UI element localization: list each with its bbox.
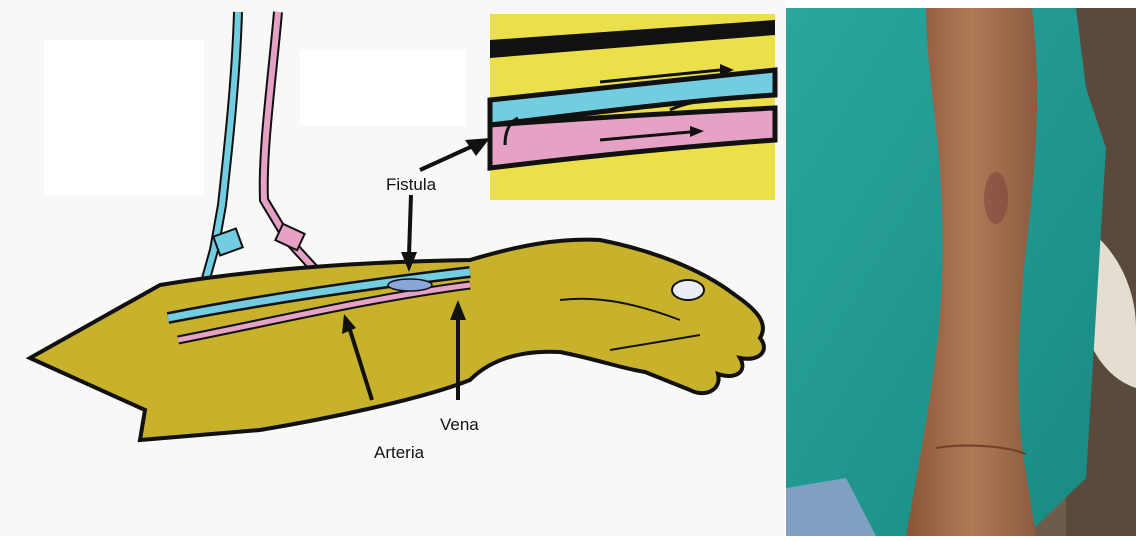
label-fistula: Fistula [386,175,437,194]
photo-svg [786,8,1136,536]
thumbnail-nail [672,280,704,300]
fistula-site [984,172,1008,224]
arm-shape [30,240,764,440]
diagram-svg: Fistula Vena Arteria [0,0,785,536]
inset-vessel-view [490,14,775,200]
forearm-photo [786,8,1136,536]
fistula-diagram: Fistula Vena Arteria [0,0,785,536]
label-arteria: Arteria [374,443,425,462]
blank-box-left [44,40,204,195]
arrow-to-inset [420,145,475,170]
label-vena: Vena [440,415,479,434]
blank-box-right [300,50,465,125]
fistula-junction [388,279,432,291]
arrow-to-fistula [409,195,411,255]
